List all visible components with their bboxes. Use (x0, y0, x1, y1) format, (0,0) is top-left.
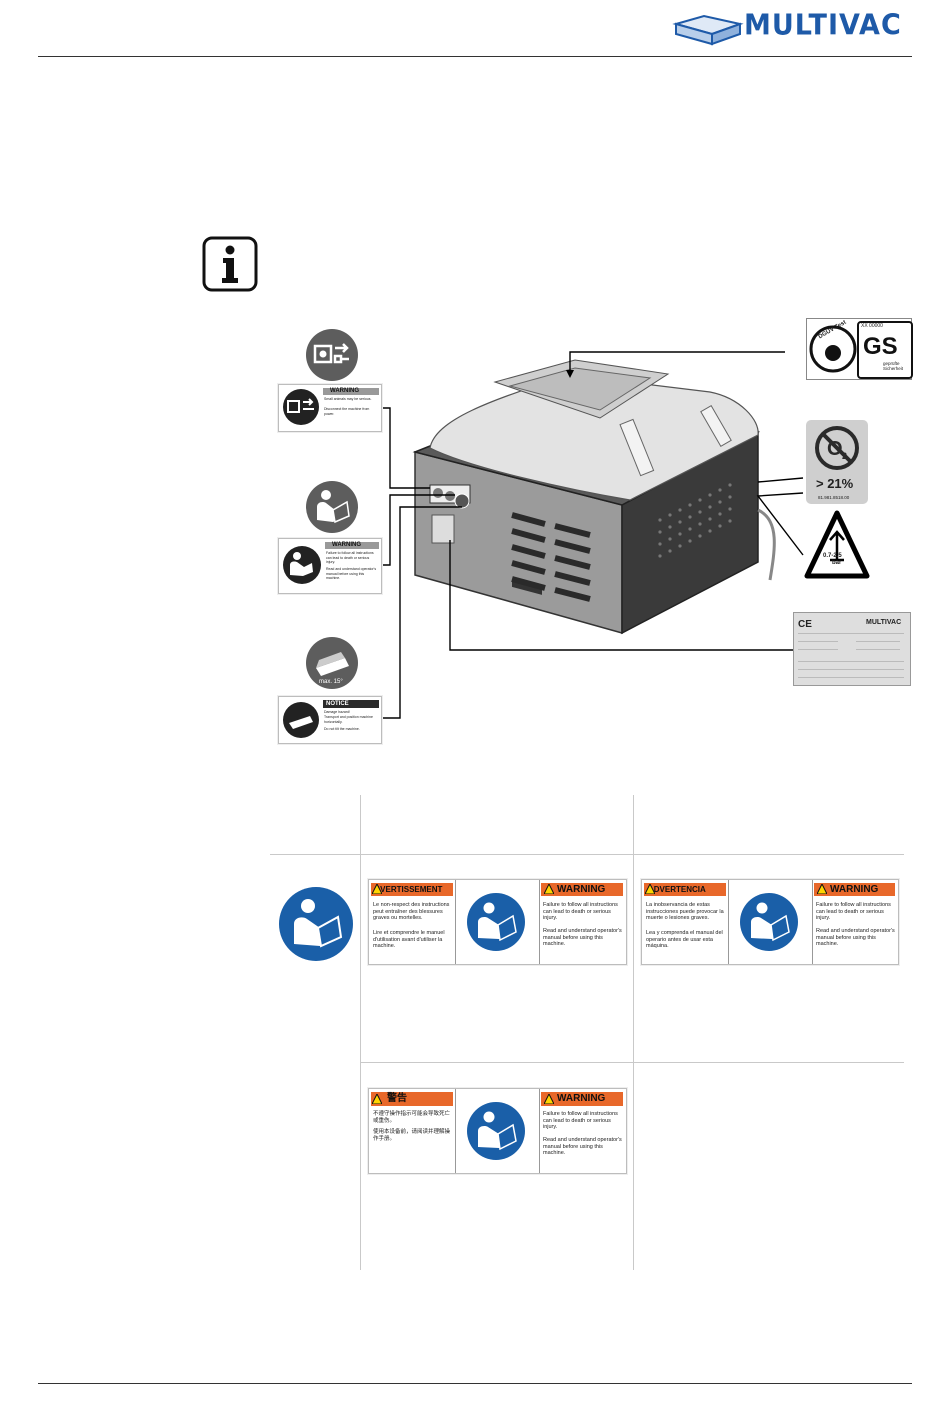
french-left-p1: Le non-respect des instructions peut ent… (373, 902, 450, 921)
table-divider-1 (360, 795, 361, 1270)
manual-warning-line1: Failure to follow all instructions can l… (326, 551, 374, 564)
chinese-left-p1: 不遵守操作指示可能会导致死亡或重伤。 (373, 1111, 451, 1124)
warning-triangle-icon (372, 1094, 382, 1104)
spanish-right-p1: Failure to follow all instructions can l… (816, 902, 891, 921)
notice-header: NOTICE (326, 701, 349, 707)
disconnect-power-icon (306, 329, 358, 381)
read-manual-icon (467, 1102, 525, 1160)
pressure-value: 0.7-2.5 (823, 553, 842, 559)
spanish-left-p1: La inobservancia de estas instrucciones … (646, 902, 724, 921)
oxygen-value: > 21% (816, 476, 854, 491)
spanish-right-p2: Read and understand operator's manual be… (816, 928, 895, 947)
brand-name: MULTIVAC (744, 9, 902, 42)
notice-sticker: NOTICE Damage hazard! Transport and posi… (278, 696, 382, 744)
warning-triangle-icon (544, 884, 554, 894)
read-manual-icon (467, 893, 525, 951)
chinese-left-header: 警告 (387, 1093, 407, 1104)
french-right-p2: Read and understand operator's manual be… (543, 928, 622, 947)
french-left-header: AVERTISSEMENT (375, 885, 443, 894)
power-warning-header: WARNING (330, 388, 359, 394)
mandatory-read-manual-icon (279, 887, 353, 961)
notice-line3: Do not tilt the machine. (324, 727, 360, 731)
no-oxygen-icon: O 2 (815, 426, 859, 470)
table-divider-2 (633, 795, 634, 1270)
warning-triangle-icon (817, 884, 827, 894)
french-right-p1: Failure to follow all instructions can l… (543, 902, 618, 921)
manual-warning-line2: Read and understand operator's manual be… (326, 567, 377, 580)
pressure-icon (804, 510, 870, 579)
warning-label-chinese: 警告 不遵守操作指示可能会导致死亡或重伤。 使用本设备前，请阅读并理解操作手册。… (368, 1088, 627, 1174)
power-warning-line1: Small animals may be serious. (324, 397, 372, 401)
gs-mark-sub2: Sicherheit (883, 366, 904, 371)
warning-label-french: AVERTISSEMENT Le non-respect des instruc… (368, 879, 627, 965)
power-warning-sticker: WARNING Small animals may be serious. Di… (278, 384, 382, 432)
manual-warning-sticker: WARNING Failure to follow all instructio… (278, 538, 382, 594)
spanish-left-p2: Lea y comprenda el manual del operario a… (646, 930, 723, 949)
read-manual-icon (283, 546, 321, 584)
read-manual-icon (740, 893, 798, 951)
notice-line2: Transport and position machine horizonta… (324, 715, 373, 724)
warning-triangle-icon (544, 1094, 554, 1104)
gs-mark-code: XX 00000 (861, 323, 883, 329)
table-rule-2 (360, 1062, 904, 1063)
tilt-icon (283, 702, 319, 738)
pressure-unit: bar (832, 560, 842, 566)
french-left-p2: Lire et comprendre le manuel d'utilisati… (373, 930, 445, 949)
warning-triangle-icon (645, 884, 655, 894)
gs-mark-sub1: geprüfte (883, 361, 900, 366)
notice-line1: Damage hazard! (324, 710, 350, 714)
rating-plate: CE MULTIVAC (793, 612, 911, 686)
power-warning-line2: Disconnect the machine from power. (324, 407, 370, 416)
rating-plate-ce: CE (798, 619, 812, 630)
chinese-left-p2: 使用本设备前，请阅读并理解操作手册。 (373, 1129, 451, 1142)
chinese-right-header: WARNING (557, 1093, 606, 1104)
machine-illustration (380, 351, 805, 719)
manual-warning-header: WARNING (332, 542, 361, 548)
rating-plate-brand: MULTIVAC (866, 619, 902, 626)
brand-logo-icon (672, 14, 744, 46)
header-rule (38, 56, 912, 57)
footer-rule (38, 1383, 912, 1384)
table-rule-1 (270, 854, 904, 855)
warning-triangle-icon (372, 884, 382, 894)
gs-mark: DGUV Test XX 00000 GS geprüfte Sicherhei… (806, 318, 913, 380)
read-manual-icon (306, 481, 358, 533)
disconnect-power-icon (283, 389, 319, 425)
chinese-right-p1: Failure to follow all instructions can l… (543, 1111, 618, 1130)
gs-mark-icon (809, 325, 857, 373)
oxygen-part-no: 81.981.8518.00 (818, 495, 850, 500)
oxygen-sign: O 2 > 21% 81.981.8518.00 (806, 420, 868, 504)
tilt-sign-text: max. 15° (319, 679, 343, 685)
info-icon (202, 236, 258, 292)
chinese-right-p2: Read and understand operator's manual be… (543, 1137, 622, 1156)
warning-label-spanish: ADVERTENCIA La inobservancia de estas in… (641, 879, 899, 965)
spanish-right-header: WARNING (830, 884, 879, 895)
tilt-icon: max. 15° (306, 637, 358, 689)
french-right-header: WARNING (557, 884, 606, 895)
spanish-left-header: ADVERTENCIA (648, 885, 706, 894)
